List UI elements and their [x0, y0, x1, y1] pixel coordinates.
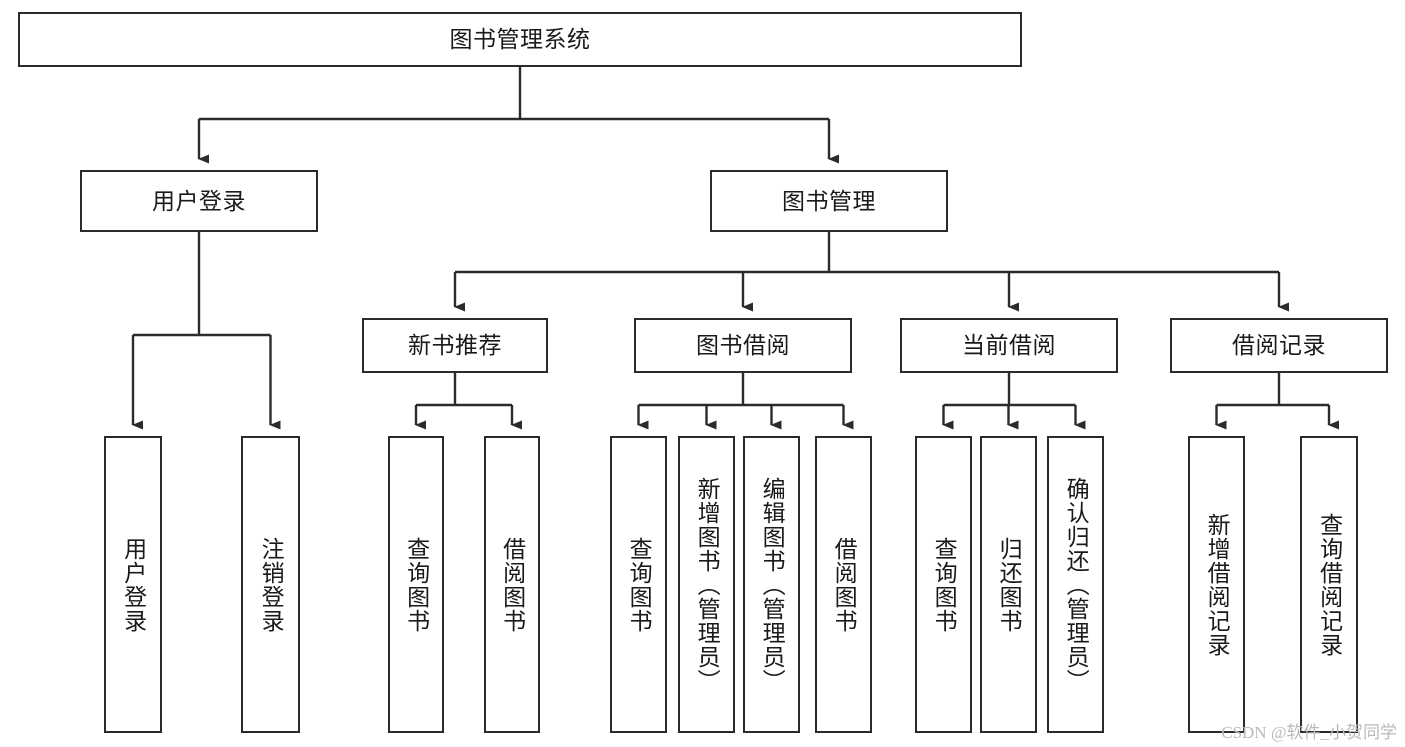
connector-lines [131, 67, 1339, 430]
node-newbook[interactable]: 新书推荐 [362, 318, 548, 373]
node-label-leaf2: 注销登录 [258, 536, 285, 633]
node-leaf1[interactable]: 用户登录 [104, 436, 162, 733]
node-leaf10[interactable]: 归还图书 [980, 436, 1037, 733]
node-leaf7[interactable]: 编辑图书（管理员） [743, 436, 800, 733]
node-label-leaf9: 查询图书 [931, 536, 958, 633]
node-label-leaf12: 新增借阅记录 [1204, 512, 1231, 657]
node-label-borrow: 图书借阅 [696, 332, 790, 359]
node-bookmgmt[interactable]: 图书管理 [710, 170, 948, 232]
node-leaf9[interactable]: 查询图书 [915, 436, 972, 733]
node-label-leaf1: 用户登录 [120, 536, 147, 633]
node-label-leaf5: 查询图书 [626, 536, 653, 633]
node-leaf6[interactable]: 新增图书（管理员） [678, 436, 735, 733]
node-borrow[interactable]: 图书借阅 [634, 318, 852, 373]
node-leaf3[interactable]: 查询图书 [388, 436, 444, 733]
node-label-leaf7: 编辑图书（管理员） [759, 476, 786, 693]
node-leaf13[interactable]: 查询借阅记录 [1300, 436, 1358, 733]
node-label-login: 用户登录 [152, 187, 246, 214]
node-label-newbook: 新书推荐 [408, 332, 502, 359]
node-label-bookmgmt: 图书管理 [782, 187, 876, 214]
node-root[interactable]: 图书管理系统 [18, 12, 1022, 67]
node-leaf4[interactable]: 借阅图书 [484, 436, 540, 733]
node-label-current: 当前借阅 [962, 332, 1056, 359]
node-label-root: 图书管理系统 [449, 26, 591, 53]
node-leaf8[interactable]: 借阅图书 [815, 436, 872, 733]
node-leaf5[interactable]: 查询图书 [610, 436, 667, 733]
node-leaf11[interactable]: 确认归还（管理员） [1047, 436, 1104, 733]
node-current[interactable]: 当前借阅 [900, 318, 1118, 373]
node-label-records: 借阅记录 [1232, 332, 1326, 359]
node-label-leaf13: 查询借阅记录 [1316, 512, 1343, 657]
node-leaf12[interactable]: 新增借阅记录 [1188, 436, 1245, 733]
node-label-leaf11: 确认归还（管理员） [1063, 476, 1090, 693]
node-label-leaf3: 查询图书 [403, 536, 430, 633]
node-login[interactable]: 用户登录 [80, 170, 318, 232]
node-label-leaf4: 借阅图书 [499, 536, 526, 633]
node-leaf2[interactable]: 注销登录 [241, 436, 300, 733]
node-label-leaf8: 借阅图书 [831, 536, 858, 633]
node-label-leaf6: 新增图书（管理员） [694, 476, 721, 693]
node-label-leaf10: 归还图书 [996, 536, 1023, 633]
node-records[interactable]: 借阅记录 [1170, 318, 1388, 373]
